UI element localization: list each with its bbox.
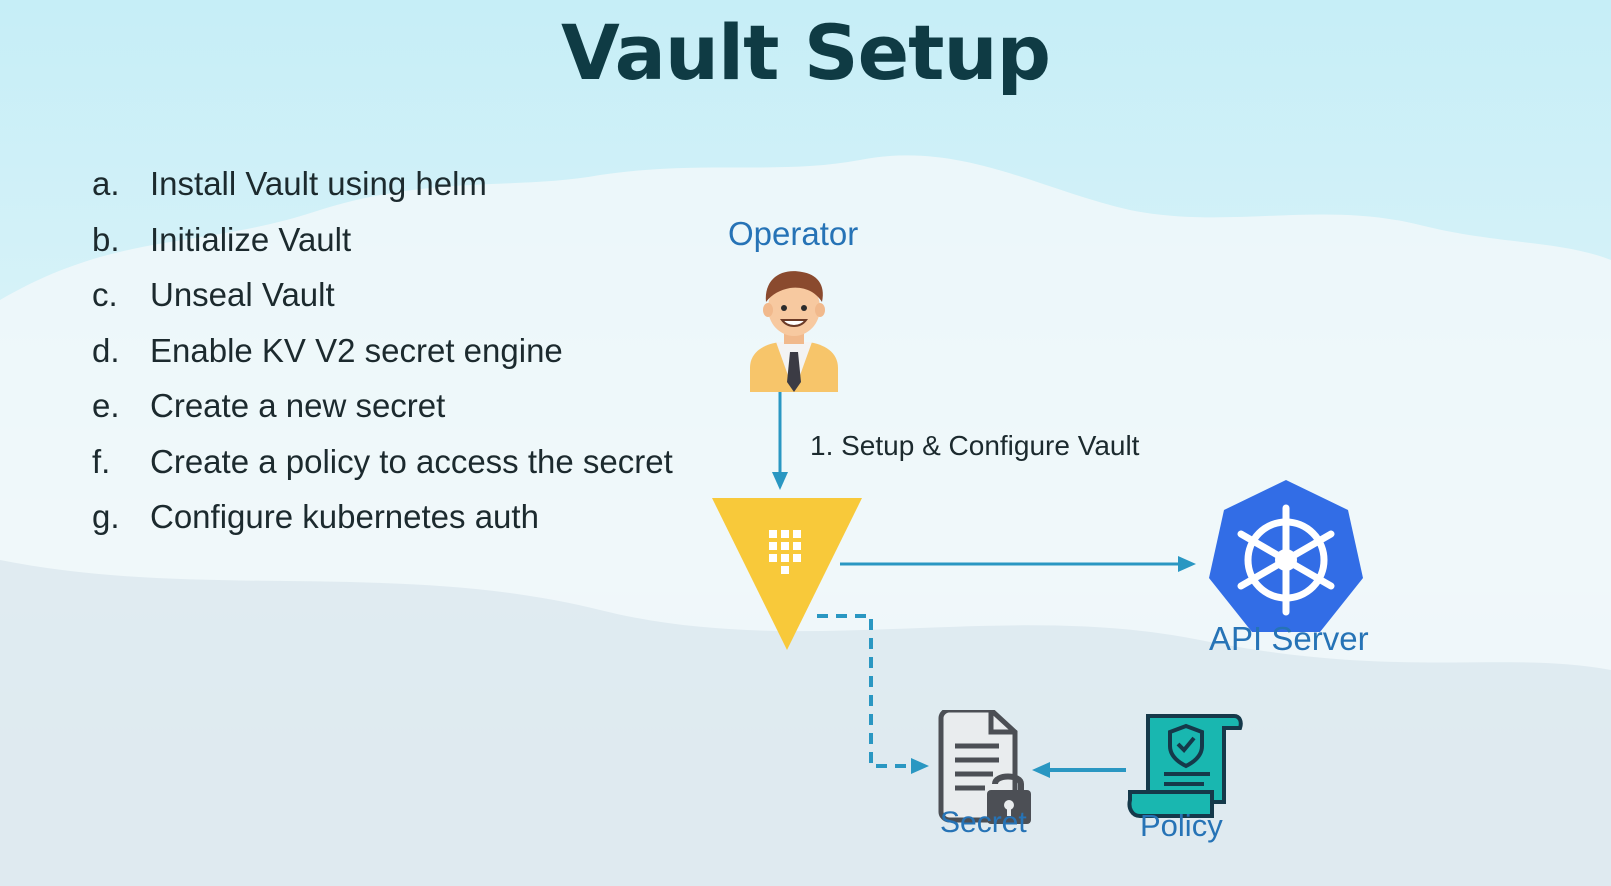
list-item: g. Configure kubernetes auth — [92, 498, 673, 554]
list-marker: b. — [92, 220, 120, 258]
list-marker: e. — [92, 387, 120, 424]
page-title: Vault Setup — [560, 8, 1051, 97]
list-item-text: Unseal Vault — [150, 276, 335, 313]
list-marker: a. — [92, 165, 120, 202]
policy-to-secret-arrow — [1032, 762, 1126, 778]
kubernetes-helm-icon — [1209, 480, 1363, 632]
list-item-text: Configure kubernetes auth — [150, 498, 539, 535]
list-item-text: Enable KV V2 secret engine — [150, 331, 563, 369]
secret-label: Secret — [940, 806, 1027, 839]
list-marker: g. — [92, 498, 120, 535]
list-marker: f. — [92, 442, 111, 480]
policy-scroll-shield-icon — [1127, 714, 1243, 818]
list-item: b. Initialize Vault — [92, 221, 673, 277]
setup-steps-list: a. Install Vault using helm b. Initialize … — [92, 165, 673, 554]
list-item: e. Create a new secret — [92, 387, 673, 443]
vault-to-secret-dashed-arrow — [817, 614, 929, 774]
vault-to-api-server-arrow — [840, 556, 1196, 572]
list-item: c. Unseal Vault — [92, 276, 673, 332]
secret-document-lock-icon — [938, 710, 1031, 824]
list-item-text: Create a new secret — [150, 387, 446, 424]
list-item: a. Install Vault using helm — [92, 165, 673, 221]
list-item-text: Install Vault using helm — [150, 165, 487, 202]
list-item-text: Create a policy to access the secret — [150, 442, 673, 480]
list-marker: c. — [92, 276, 118, 313]
setup-configure-edge-label: 1. Setup & Configure Vault — [810, 430, 1140, 461]
operator-to-vault-arrow — [772, 392, 788, 490]
vault-triangle-icon — [712, 498, 862, 650]
list-item-text: Initialize Vault — [150, 220, 352, 258]
operator-label: Operator — [728, 215, 859, 252]
list-marker: d. — [92, 331, 120, 369]
list-item: d. Enable KV V2 secret engine — [92, 332, 673, 388]
policy-label: Policy — [1140, 808, 1223, 843]
api-server-label: API Server — [1209, 620, 1369, 657]
list-item: f. Create a policy to access the secret — [92, 443, 673, 499]
operator-avatar-icon — [750, 271, 838, 392]
